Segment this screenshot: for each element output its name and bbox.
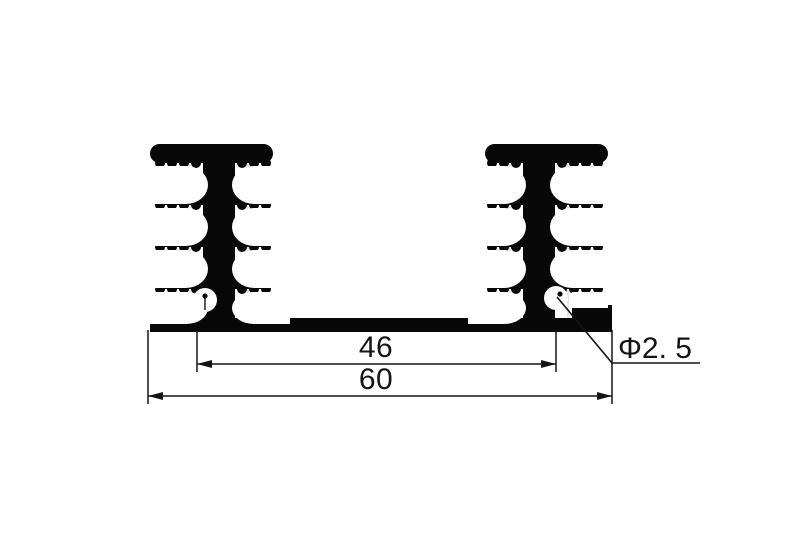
dimension-inner-width: 46: [196, 330, 557, 372]
arrowhead-46-right: [541, 360, 556, 368]
arrowhead-46-left: [197, 360, 212, 368]
profile-section: [150, 144, 612, 332]
dimension-overall-width: 60: [147, 330, 613, 404]
arrowhead-60-right: [597, 392, 612, 400]
note-hole-diameter: Φ2. 5: [556, 296, 700, 365]
fin-stack-left: [150, 144, 290, 324]
leader-line-diagonal: [556, 296, 613, 364]
dimension-label-46: 46: [359, 331, 393, 364]
arrowhead-60-left: [148, 392, 163, 400]
fin-stack-right: [468, 144, 608, 324]
note-label-hole-diameter: Φ2. 5: [618, 332, 692, 365]
dimension-label-60: 60: [359, 363, 393, 396]
fin-serration-left: [155, 158, 271, 294]
